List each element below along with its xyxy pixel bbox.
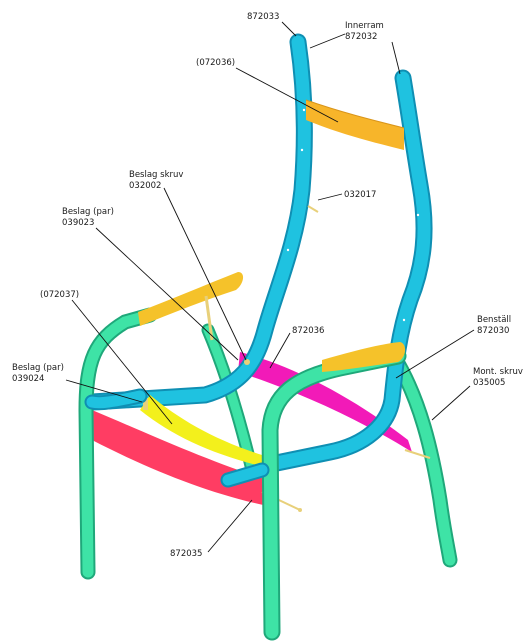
label-innerram-name: Innerram: [345, 21, 384, 31]
label-beslag-skruv-code: 032002: [129, 181, 161, 191]
inner-frame-872032: [83, 33, 433, 475]
label-mont-skruv-code: 035005: [473, 378, 505, 388]
back-crossbar-072036: [305, 99, 405, 150]
label-mont-skruv-name: Mont. skruv: [473, 367, 523, 377]
label-beslag-par-2-code: 039024: [12, 374, 44, 384]
label-beslag-skruv-name: Beslag skruv: [129, 170, 183, 180]
armrests: [138, 272, 406, 372]
label-beslag-par-1-name: Beslag (par): [62, 207, 114, 217]
leader-lines: [65, 21, 475, 553]
label-benstall-code: 872030: [477, 326, 509, 336]
label-beslag-par-2-name: Beslag (par): [12, 363, 64, 373]
label-872033: 872033: [247, 12, 279, 22]
label-benstall-name: Benställ: [477, 315, 511, 325]
seat-slat-072037: [140, 395, 268, 468]
label-072036: (072036): [196, 58, 235, 68]
label-872036: 872036: [292, 326, 324, 336]
label-032017: 032017: [344, 190, 376, 200]
inner-frame-seat: [84, 388, 270, 488]
label-872035: 872035: [170, 549, 202, 559]
label-beslag-par-1-code: 039023: [62, 218, 94, 228]
label-072037: (072037): [40, 290, 79, 300]
label-innerram-code: 872032: [345, 32, 377, 42]
part-labels: 872033 Innerram 872032 (072036) Beslag s…: [12, 12, 523, 559]
